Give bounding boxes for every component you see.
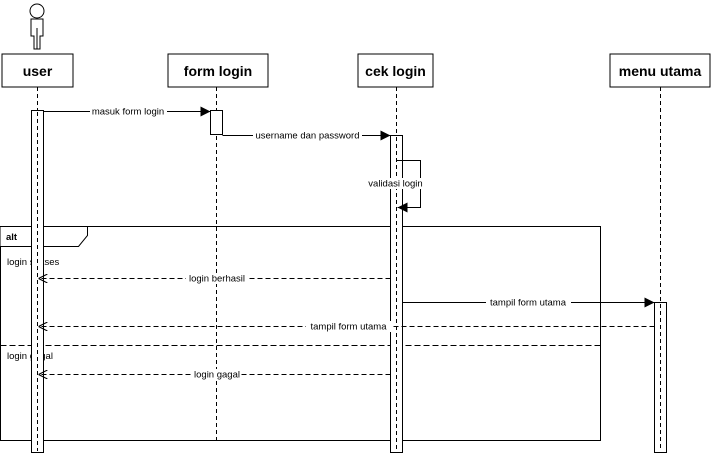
- message-validasi-login: validasi login: [367, 160, 424, 213]
- fragment-operator: alt: [6, 232, 18, 243]
- message-label: validasi login: [368, 179, 422, 190]
- message-label: tampil form utama: [310, 322, 387, 333]
- lifeline-label-menu-utama: menu utama: [619, 63, 702, 79]
- lifeline-label-user: user: [23, 63, 53, 79]
- activation-form-login: [210, 110, 223, 135]
- message-login-gagal: login gagal: [38, 369, 391, 381]
- message-label: login gagal: [194, 370, 240, 381]
- message-login-berhasil: login berhasil: [38, 273, 391, 285]
- lifeline-header-menu-utama: menu utama: [609, 53, 711, 88]
- message-label: tampil form utama: [490, 298, 567, 309]
- message-label: login berhasil: [189, 274, 245, 285]
- message-tampil-form-utama-request: tampil form utama: [402, 297, 655, 309]
- message-tampil-form-utama-return: tampil form utama: [38, 321, 655, 333]
- lifeline-header-cek-login: cek login: [357, 53, 434, 88]
- alt-fragment: alt login sukses login gagal: [0, 226, 601, 441]
- message-masuk-form-login: masuk form login: [43, 106, 211, 118]
- message-username-dan-password: username dan password: [222, 130, 391, 142]
- lifeline-header-form-login: form login: [167, 53, 269, 88]
- message-label: masuk form login: [92, 107, 164, 118]
- lifeline-header-user: user: [1, 53, 74, 88]
- actor-icon: [29, 3, 45, 50]
- guard-login-gagal: login gagal: [7, 351, 53, 362]
- lifeline-label-cek-login: cek login: [365, 63, 426, 79]
- message-label: username dan password: [255, 131, 359, 142]
- lifeline-label-form-login: form login: [184, 63, 252, 79]
